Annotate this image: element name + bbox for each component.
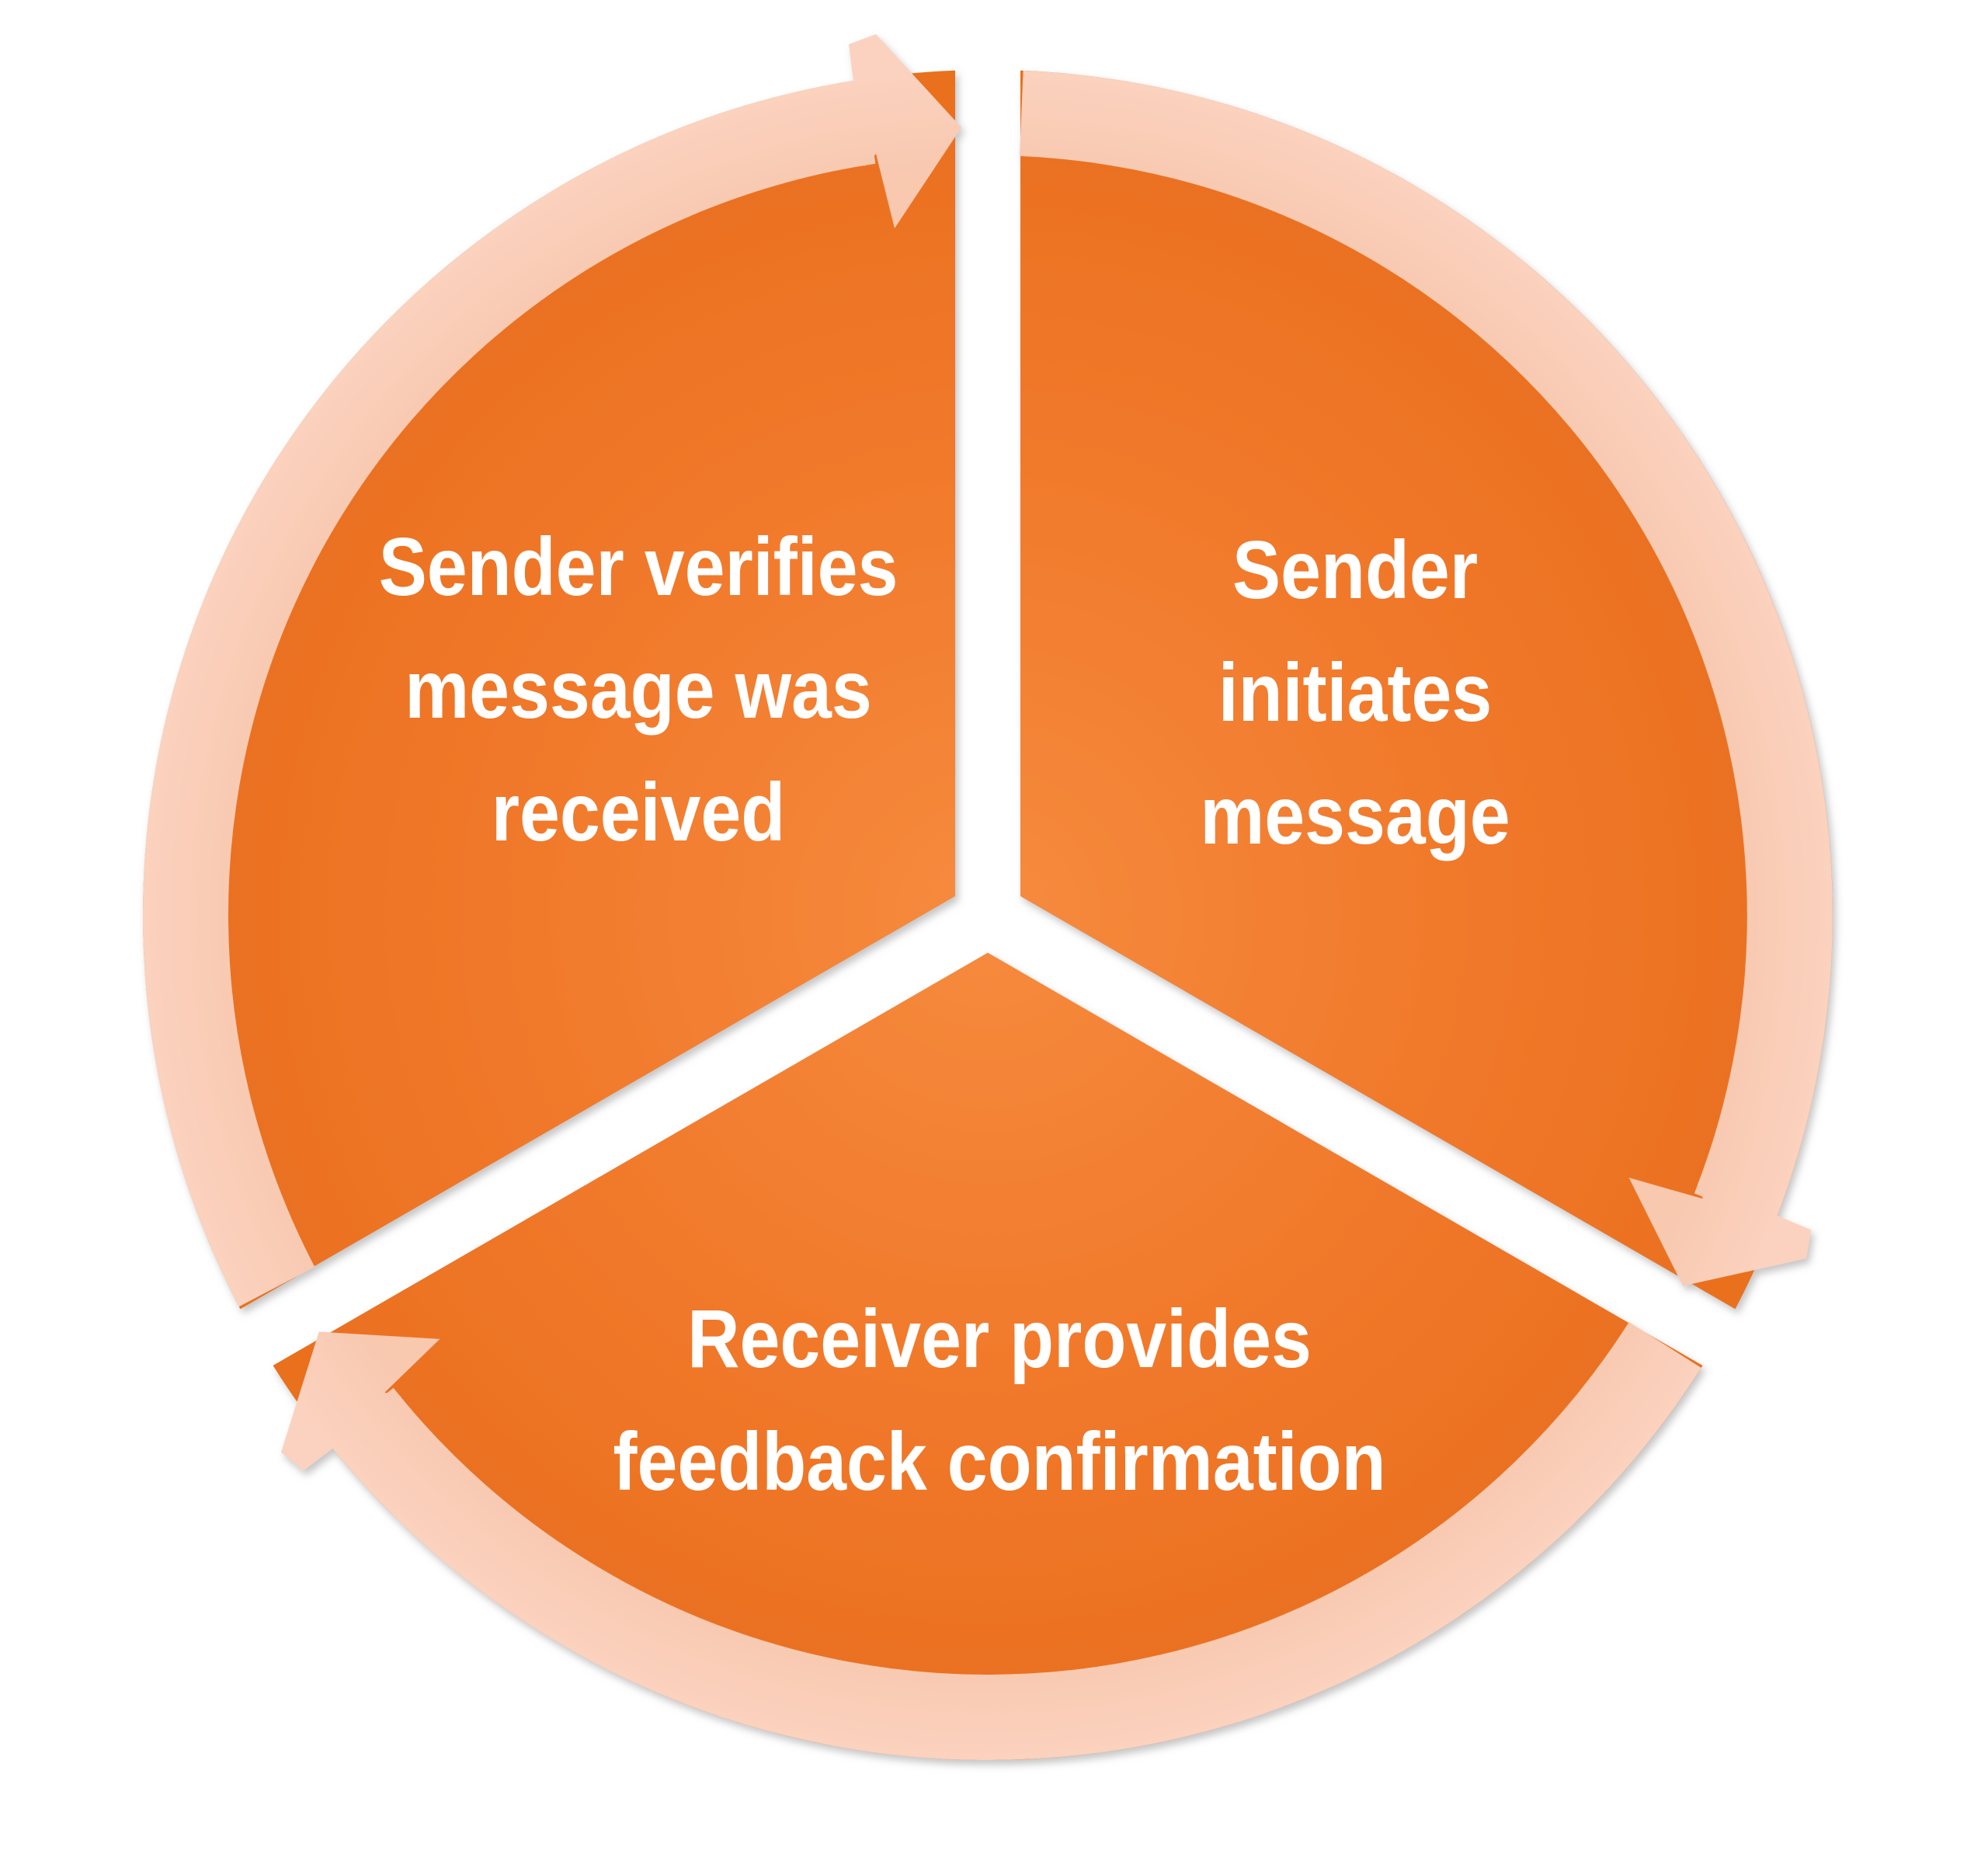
segment-label-line: initiates <box>1218 647 1493 739</box>
segment-label-line: Receiver provides <box>687 1293 1312 1385</box>
segment-label-line: Sender verifies <box>378 521 898 613</box>
segment-top-left-ring-arc <box>142 78 876 1307</box>
segment-top-right-ring-arc <box>1020 71 1833 1225</box>
segment-label-line: received <box>491 767 786 858</box>
segment-bottom <box>238 952 1703 1760</box>
segment-label-sender-initiates: Sender initiates message <box>1200 509 1510 877</box>
segment-label-line: Sender <box>1232 524 1479 616</box>
segment-bottom-wedge <box>273 952 1703 1760</box>
segment-label-line: feedback confirmation <box>613 1416 1386 1508</box>
segment-label-line: message <box>1200 770 1510 861</box>
segment-label-line: message was <box>405 644 872 736</box>
segment-label-receiver-feedback: Receiver provides feedback confirmation <box>613 1278 1385 1523</box>
segment-label-sender-verifies: Sender verifies message was received <box>379 506 898 874</box>
segment-top-left <box>142 34 961 1310</box>
segment-bottom-ring-arc <box>326 1322 1701 1760</box>
segment-top-right <box>1020 70 1833 1333</box>
